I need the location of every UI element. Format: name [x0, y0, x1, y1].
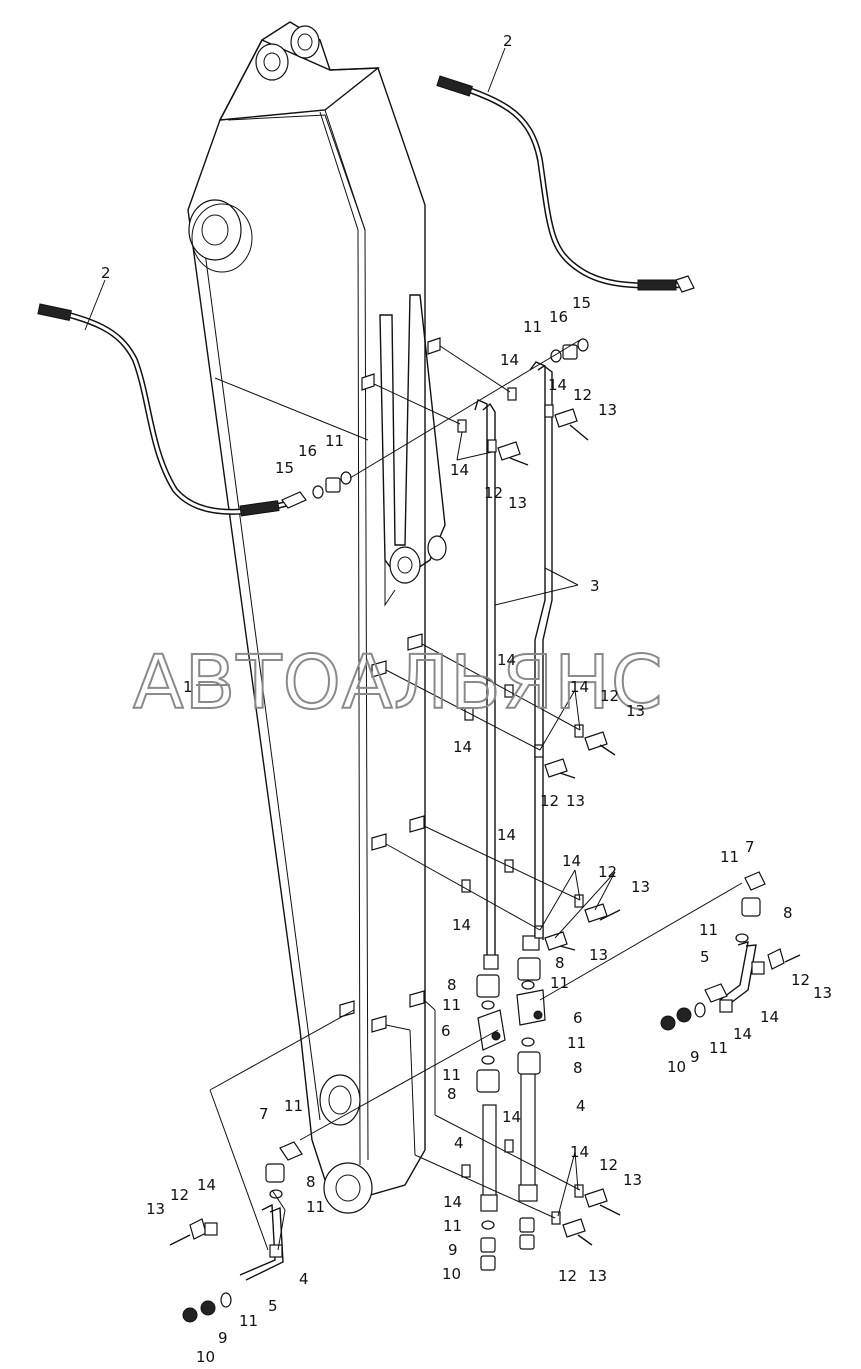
callout-label: 10: [442, 1265, 461, 1283]
callout-label: 11: [550, 974, 569, 992]
callout-label: 2: [101, 264, 111, 282]
callout-label: 13: [813, 984, 832, 1002]
callout-label: 11: [284, 1097, 303, 1115]
callout-label: 3: [590, 577, 600, 595]
callout-label: 9: [218, 1329, 228, 1347]
callout-label: 12: [573, 386, 592, 404]
callout-label: 14: [450, 461, 469, 479]
fittings: [169, 338, 801, 1323]
callout-label: 14: [570, 1143, 589, 1161]
callout-label: 12: [598, 863, 617, 881]
callout-label: 5: [268, 1297, 278, 1315]
callout-label: 14: [197, 1176, 216, 1194]
callout-label: 12: [600, 687, 619, 705]
callout-label: 11: [720, 848, 739, 866]
callout-label: 14: [570, 678, 589, 696]
callout-label: 15: [572, 294, 591, 312]
callout-label: 14: [452, 916, 471, 934]
callout-label: 14: [548, 376, 567, 394]
callout-label: 10: [196, 1348, 215, 1366]
callout-label: 14: [760, 1008, 779, 1026]
callout-label: 11: [443, 1217, 462, 1235]
callout-label: 11: [306, 1198, 325, 1216]
callout-label: 14: [453, 738, 472, 756]
callout-label: 6: [441, 1022, 451, 1040]
callout-label: 12: [599, 1156, 618, 1174]
callout-label: 11: [442, 996, 461, 1014]
boom: [187, 21, 447, 1214]
callout-label: 14: [443, 1193, 462, 1211]
callout-label: 14: [733, 1025, 752, 1043]
callout-label: 8: [447, 1085, 457, 1103]
callout-label: 11: [325, 432, 344, 450]
callout-label: 13: [623, 1171, 642, 1189]
callout-label: 13: [588, 1267, 607, 1285]
callout-label: 14: [502, 1108, 521, 1126]
callout-label: 7: [259, 1105, 269, 1123]
callout-label: 11: [567, 1034, 586, 1052]
callout-label: 13: [598, 401, 617, 419]
callout-label: 14: [500, 351, 519, 369]
callout-label: 7: [745, 838, 755, 856]
callout-label: 11: [709, 1039, 728, 1057]
callout-label: 2: [503, 32, 513, 50]
leader-lines: [84, 47, 743, 1251]
callout-label: 6: [573, 1009, 583, 1027]
callout-label: 9: [448, 1241, 458, 1259]
callout-label: 1: [183, 678, 193, 696]
callout-label: 8: [555, 954, 565, 972]
callout-label: 4: [576, 1097, 586, 1115]
hose-left: [37, 303, 307, 517]
callout-label: 13: [146, 1200, 165, 1218]
callout-label: 13: [566, 792, 585, 810]
callout-label: 8: [783, 904, 793, 922]
callout-label: 14: [562, 852, 581, 870]
callout-label: 4: [454, 1134, 464, 1152]
watermark: АВТОАЛЬЯНС: [133, 640, 664, 726]
callout-label: 11: [442, 1066, 461, 1084]
callout-label: 13: [589, 946, 608, 964]
callout-label: 14: [497, 651, 516, 669]
callout-label: 12: [540, 792, 559, 810]
callout-label: 14: [497, 826, 516, 844]
callout-numbers: 2 2 15 16 11 14 14 12 13 15 16 11 14 12 …: [101, 32, 832, 1366]
callout-label: 11: [523, 318, 542, 336]
callout-label: 11: [699, 921, 718, 939]
callout-label: 4: [299, 1270, 309, 1288]
callout-label: 8: [573, 1059, 583, 1077]
callout-label: 13: [508, 494, 527, 512]
callout-label: 13: [626, 702, 645, 720]
pipes: [239, 361, 553, 1281]
callout-label: 12: [791, 971, 810, 989]
callout-label: 15: [275, 459, 294, 477]
callout-label: 12: [558, 1267, 577, 1285]
hose-right: [436, 75, 695, 293]
callout-label: 16: [298, 442, 317, 460]
callout-label: 5: [700, 948, 710, 966]
callout-label: 16: [549, 308, 568, 326]
callout-label: 8: [447, 976, 457, 994]
callout-label: 13: [631, 878, 650, 896]
callout-label: 12: [484, 484, 503, 502]
boom-clip-brackets: [339, 337, 441, 1033]
callout-label: 10: [667, 1058, 686, 1076]
callout-label: 12: [170, 1186, 189, 1204]
callout-label: 11: [239, 1312, 258, 1330]
callout-label: 9: [690, 1048, 700, 1066]
callout-label: 8: [306, 1173, 316, 1191]
